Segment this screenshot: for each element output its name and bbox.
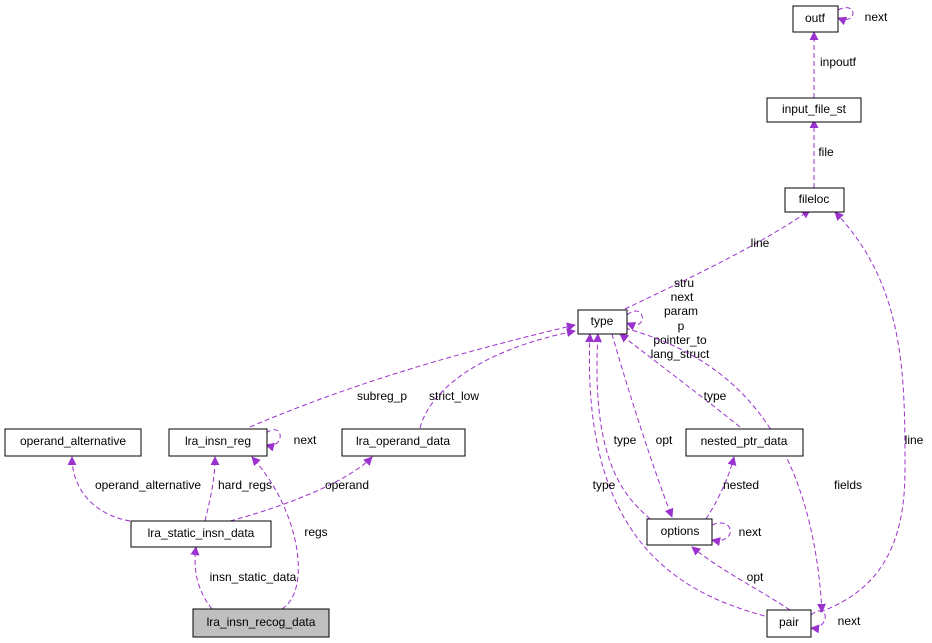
edge-label-options-opt: opt: [656, 433, 673, 447]
svg-text:pair: pair: [779, 615, 799, 629]
edge-static-to-operand-alternative: operand_alternative: [67, 456, 201, 522]
edge-type-self: stru next param p pointer_to lang_struct: [626, 276, 710, 361]
edge-label-operand-alternative: operand_alternative: [95, 478, 201, 492]
edge-options-to-nested: nested: [705, 456, 759, 520]
edge-lra-insn-reg-next: next: [265, 429, 317, 452]
edge-nested-to-type: type: [619, 333, 741, 428]
edge-recog-to-lra-insn-reg: regs: [251, 456, 328, 610]
node-options[interactable]: options: [646, 518, 713, 546]
svg-text:lra_static_insn_data: lra_static_insn_data: [148, 526, 255, 540]
edge-label-stru: stru: [674, 276, 694, 290]
edge-options-to-type-1: type: [593, 333, 651, 520]
edge-label-pointer-to: pointer_to: [653, 333, 707, 347]
edge-outf-next: next: [837, 7, 888, 26]
edge-pair-to-type: type: [585, 333, 781, 621]
node-outf[interactable]: outf: [792, 5, 839, 33]
edge-label-options-type: type: [614, 433, 637, 447]
edge-label-nested-type: type: [704, 389, 727, 403]
edge-fileloc-to-input-file: file: [809, 119, 834, 188]
edge-label-insn-static-data: insn_static_data: [210, 570, 297, 584]
edge-label-lra-next: next: [294, 433, 317, 447]
edge-label-hard-regs: hard_regs: [218, 478, 272, 492]
edge-label-pair-type: type: [593, 478, 616, 492]
svg-text:lra_insn_recog_data: lra_insn_recog_data: [207, 615, 316, 629]
edge-label-regs: regs: [304, 525, 327, 539]
edge-label-lang-struct: lang_struct: [651, 347, 710, 361]
edge-label-param: param: [664, 304, 698, 318]
edge-options-next: next: [711, 522, 762, 546]
node-pair[interactable]: pair: [766, 609, 812, 638]
svg-text:nested_ptr_data: nested_ptr_data: [701, 434, 788, 448]
node-lra-operand-data[interactable]: lra_operand_data: [341, 428, 466, 457]
node-input-file-st[interactable]: input_file_st: [766, 97, 862, 123]
svg-text:lra_operand_data: lra_operand_data: [356, 434, 450, 448]
edge-input-file-to-outf: inpoutf: [809, 31, 857, 98]
edge-label-pair-next: next: [838, 614, 861, 628]
edge-label-line-type: line: [751, 236, 770, 250]
edge-pair-to-fileloc: line: [819, 211, 924, 613]
edge-label-nested: nested: [723, 478, 759, 492]
edge-label-inpoutf: inpoutf: [820, 55, 857, 69]
svg-text:outf: outf: [805, 11, 826, 25]
edge-label-subreg-p: subreg_p: [357, 389, 407, 403]
edge-label-options-next: next: [739, 525, 762, 539]
edge-type-to-options-opt: opt: [611, 333, 674, 518]
edge-static-to-lra-insn-reg: hard_regs: [204, 456, 272, 522]
edge-pair-to-options: opt: [691, 546, 791, 611]
edge-label-pair-opt: opt: [747, 570, 764, 584]
edge-label-type-next: next: [671, 290, 694, 304]
edge-lra-operand-to-type: strict_low: [419, 328, 576, 429]
edge-static-to-lra-operand: operand: [229, 456, 373, 522]
svg-text:operand_alternative: operand_alternative: [20, 434, 126, 448]
edge-label-strict-low: strict_low: [429, 389, 479, 403]
edge-label-operand: operand: [325, 478, 369, 492]
node-operand-alternative[interactable]: operand_alternative: [4, 428, 142, 457]
edge-lra-insn-reg-to-type: subreg_p: [249, 322, 576, 428]
node-lra-insn-reg[interactable]: lra_insn_reg: [168, 428, 268, 457]
svg-text:type: type: [591, 314, 614, 328]
edge-label-file: file: [818, 145, 834, 159]
edge-type-to-fileloc: line: [624, 209, 811, 310]
node-lra-insn-recog-data[interactable]: lra_insn_recog_data: [192, 608, 330, 638]
edge-label-line-pair: line: [905, 433, 924, 447]
edge-label-outf-next: next: [865, 10, 888, 24]
edge-recog-to-static: insn_static_data: [190, 546, 297, 610]
edge-type-to-pair-fields: fields: [624, 327, 862, 613]
svg-text:lra_insn_reg: lra_insn_reg: [185, 434, 251, 448]
node-lra-static-insn-data[interactable]: lra_static_insn_data: [130, 520, 272, 548]
svg-text:options: options: [661, 524, 700, 538]
node-type[interactable]: type: [577, 309, 628, 335]
svg-text:fileloc: fileloc: [799, 192, 830, 206]
node-fileloc[interactable]: fileloc: [784, 187, 845, 213]
node-nested-ptr-data[interactable]: nested_ptr_data: [685, 428, 804, 457]
edge-pair-next: next: [810, 610, 861, 634]
edge-label-p: p: [678, 319, 685, 333]
svg-text:input_file_st: input_file_st: [782, 102, 847, 116]
edge-label-fields: fields: [834, 478, 862, 492]
